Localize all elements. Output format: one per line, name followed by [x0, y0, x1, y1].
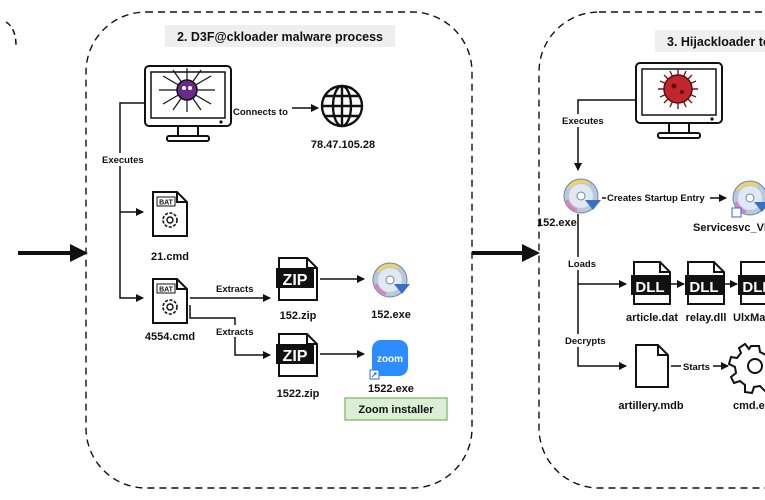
ip-label: 78.47.105.28 [311, 139, 375, 151]
zip1-label: 152.zip [280, 310, 317, 322]
exe3-label: 152.exe [537, 217, 577, 229]
loads-connector [577, 214, 627, 288]
creates-startup-label: Creates Startup Entry [607, 193, 705, 204]
monitor-malware-icon [635, 62, 723, 139]
extracts-arrow-2 [189, 305, 271, 359]
svg-text:DLL: DLL [689, 279, 718, 296]
service-label: Servicesvc_VR [693, 222, 765, 234]
svg-text:BAT: BAT [159, 287, 174, 294]
executes-connector [119, 102, 145, 302]
extracts1-label: Extracts [216, 284, 254, 295]
svg-text:DLL: DLL [635, 279, 664, 296]
panel3-frame [538, 11, 765, 489]
svg-text:DLL: DLL [742, 279, 765, 296]
executes-label: Executes [102, 155, 144, 166]
starts-label: Starts [683, 362, 710, 373]
cmd1-label: 21.cmd [151, 251, 189, 263]
svg-text:zoom: zoom [377, 354, 403, 365]
zip2-label: 1522.zip [277, 388, 320, 400]
connects-to-label: Connects to [233, 107, 288, 118]
bat-file-icon: BAT [152, 191, 188, 237]
cmd2-label: 4554.cmd [145, 331, 195, 343]
executes3-label: Executes [562, 116, 604, 127]
zoom-installer-label: Zoom installer [358, 404, 434, 416]
exe2-label: 1522.exe [368, 383, 414, 395]
dll-file-icon: DLL [684, 261, 725, 305]
cd-installer-icon [731, 179, 765, 218]
panel3-title-bg [655, 30, 765, 52]
extracts2-label: Extracts [216, 327, 254, 338]
bat-file-icon: BAT [152, 278, 188, 324]
exe1-label: 152.exe [371, 309, 411, 321]
decrypts-label: Decrypts [565, 336, 606, 347]
cd-installer-icon [371, 261, 412, 299]
executes-connector-3 [574, 99, 636, 171]
gear-icon [727, 342, 765, 395]
decrypts-connector [577, 284, 627, 370]
dll-file-icon: DLL [630, 261, 671, 305]
panel2-title-bg [165, 25, 395, 47]
svg-text:ZIP: ZIP [283, 272, 308, 289]
panel2-title: 2. D3F@ckloader malware process [177, 30, 383, 44]
zoom-app-icon: zoom [369, 340, 408, 380]
document-icon [635, 344, 669, 388]
dll1-label: article.dat [626, 312, 678, 324]
monitor-malware-icon [144, 65, 232, 142]
zip-file-icon: ZIP [275, 257, 318, 301]
panel3-title: 3. Hijackloader to [667, 35, 765, 49]
loads-label: Loads [568, 259, 596, 270]
zoom-installer-badge [344, 397, 448, 421]
dll-file-icon: DLL [737, 261, 765, 305]
svg-text:ZIP: ZIP [283, 348, 308, 365]
dll2-label: relay.dll [686, 312, 727, 324]
mdb-label: artillery.mdb [618, 400, 683, 412]
panel2-frame [85, 11, 473, 489]
svg-text:BAT: BAT [159, 200, 174, 207]
cd-installer-icon [562, 177, 603, 215]
dll3-label: UlxMa [733, 312, 765, 324]
panel1-edge [5, 21, 17, 47]
zip-file-icon: ZIP [275, 333, 318, 377]
cmd3-label: cmd.e [733, 400, 765, 412]
globe-icon [320, 84, 364, 128]
